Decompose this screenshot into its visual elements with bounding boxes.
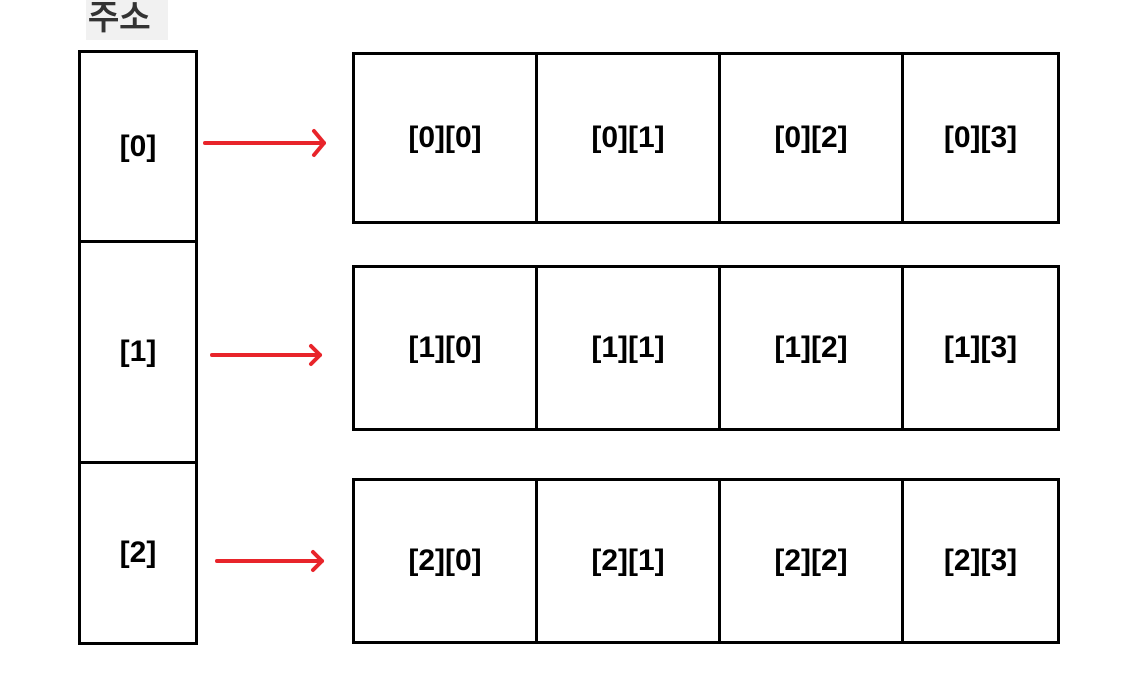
- cell-2-3: [2][3]: [943, 544, 1018, 577]
- array-row-2: [2][0] [2][1] [2][2] [2][3]: [352, 478, 1060, 644]
- diagram-title: 주소: [86, 0, 168, 40]
- cell-2-0: [2][0]: [355, 481, 538, 641]
- array-row-0: [0][0] [0][1] [0][2] [0][3]: [352, 52, 1060, 224]
- cell-1-1: [1][1]: [538, 268, 721, 428]
- arrow-row-0: [203, 129, 326, 157]
- arrow-row-1: [210, 344, 322, 366]
- cell-0-1: [0][1]: [538, 55, 721, 221]
- address-cell-2: [2]: [119, 536, 157, 569]
- cell-1-0: [1][0]: [355, 268, 538, 428]
- cell-2-2: [2][2]: [721, 481, 904, 641]
- cell-0-2: [0][2]: [721, 55, 904, 221]
- cell-1-3: [1][3]: [943, 331, 1018, 364]
- arrow-row-2: [215, 550, 324, 572]
- cell-0-3: [0][3]: [943, 121, 1018, 154]
- cell-2-1: [2][1]: [538, 481, 721, 641]
- address-cell-1: [1]: [81, 243, 195, 464]
- array-row-1: [1][0] [1][1] [1][2] [1][3]: [352, 265, 1060, 431]
- address-column: [0] [1] [2]: [78, 50, 198, 645]
- cell-0-0: [0][0]: [355, 55, 538, 221]
- address-cell-0: [0]: [81, 53, 195, 243]
- cell-1-2: [1][2]: [721, 268, 904, 428]
